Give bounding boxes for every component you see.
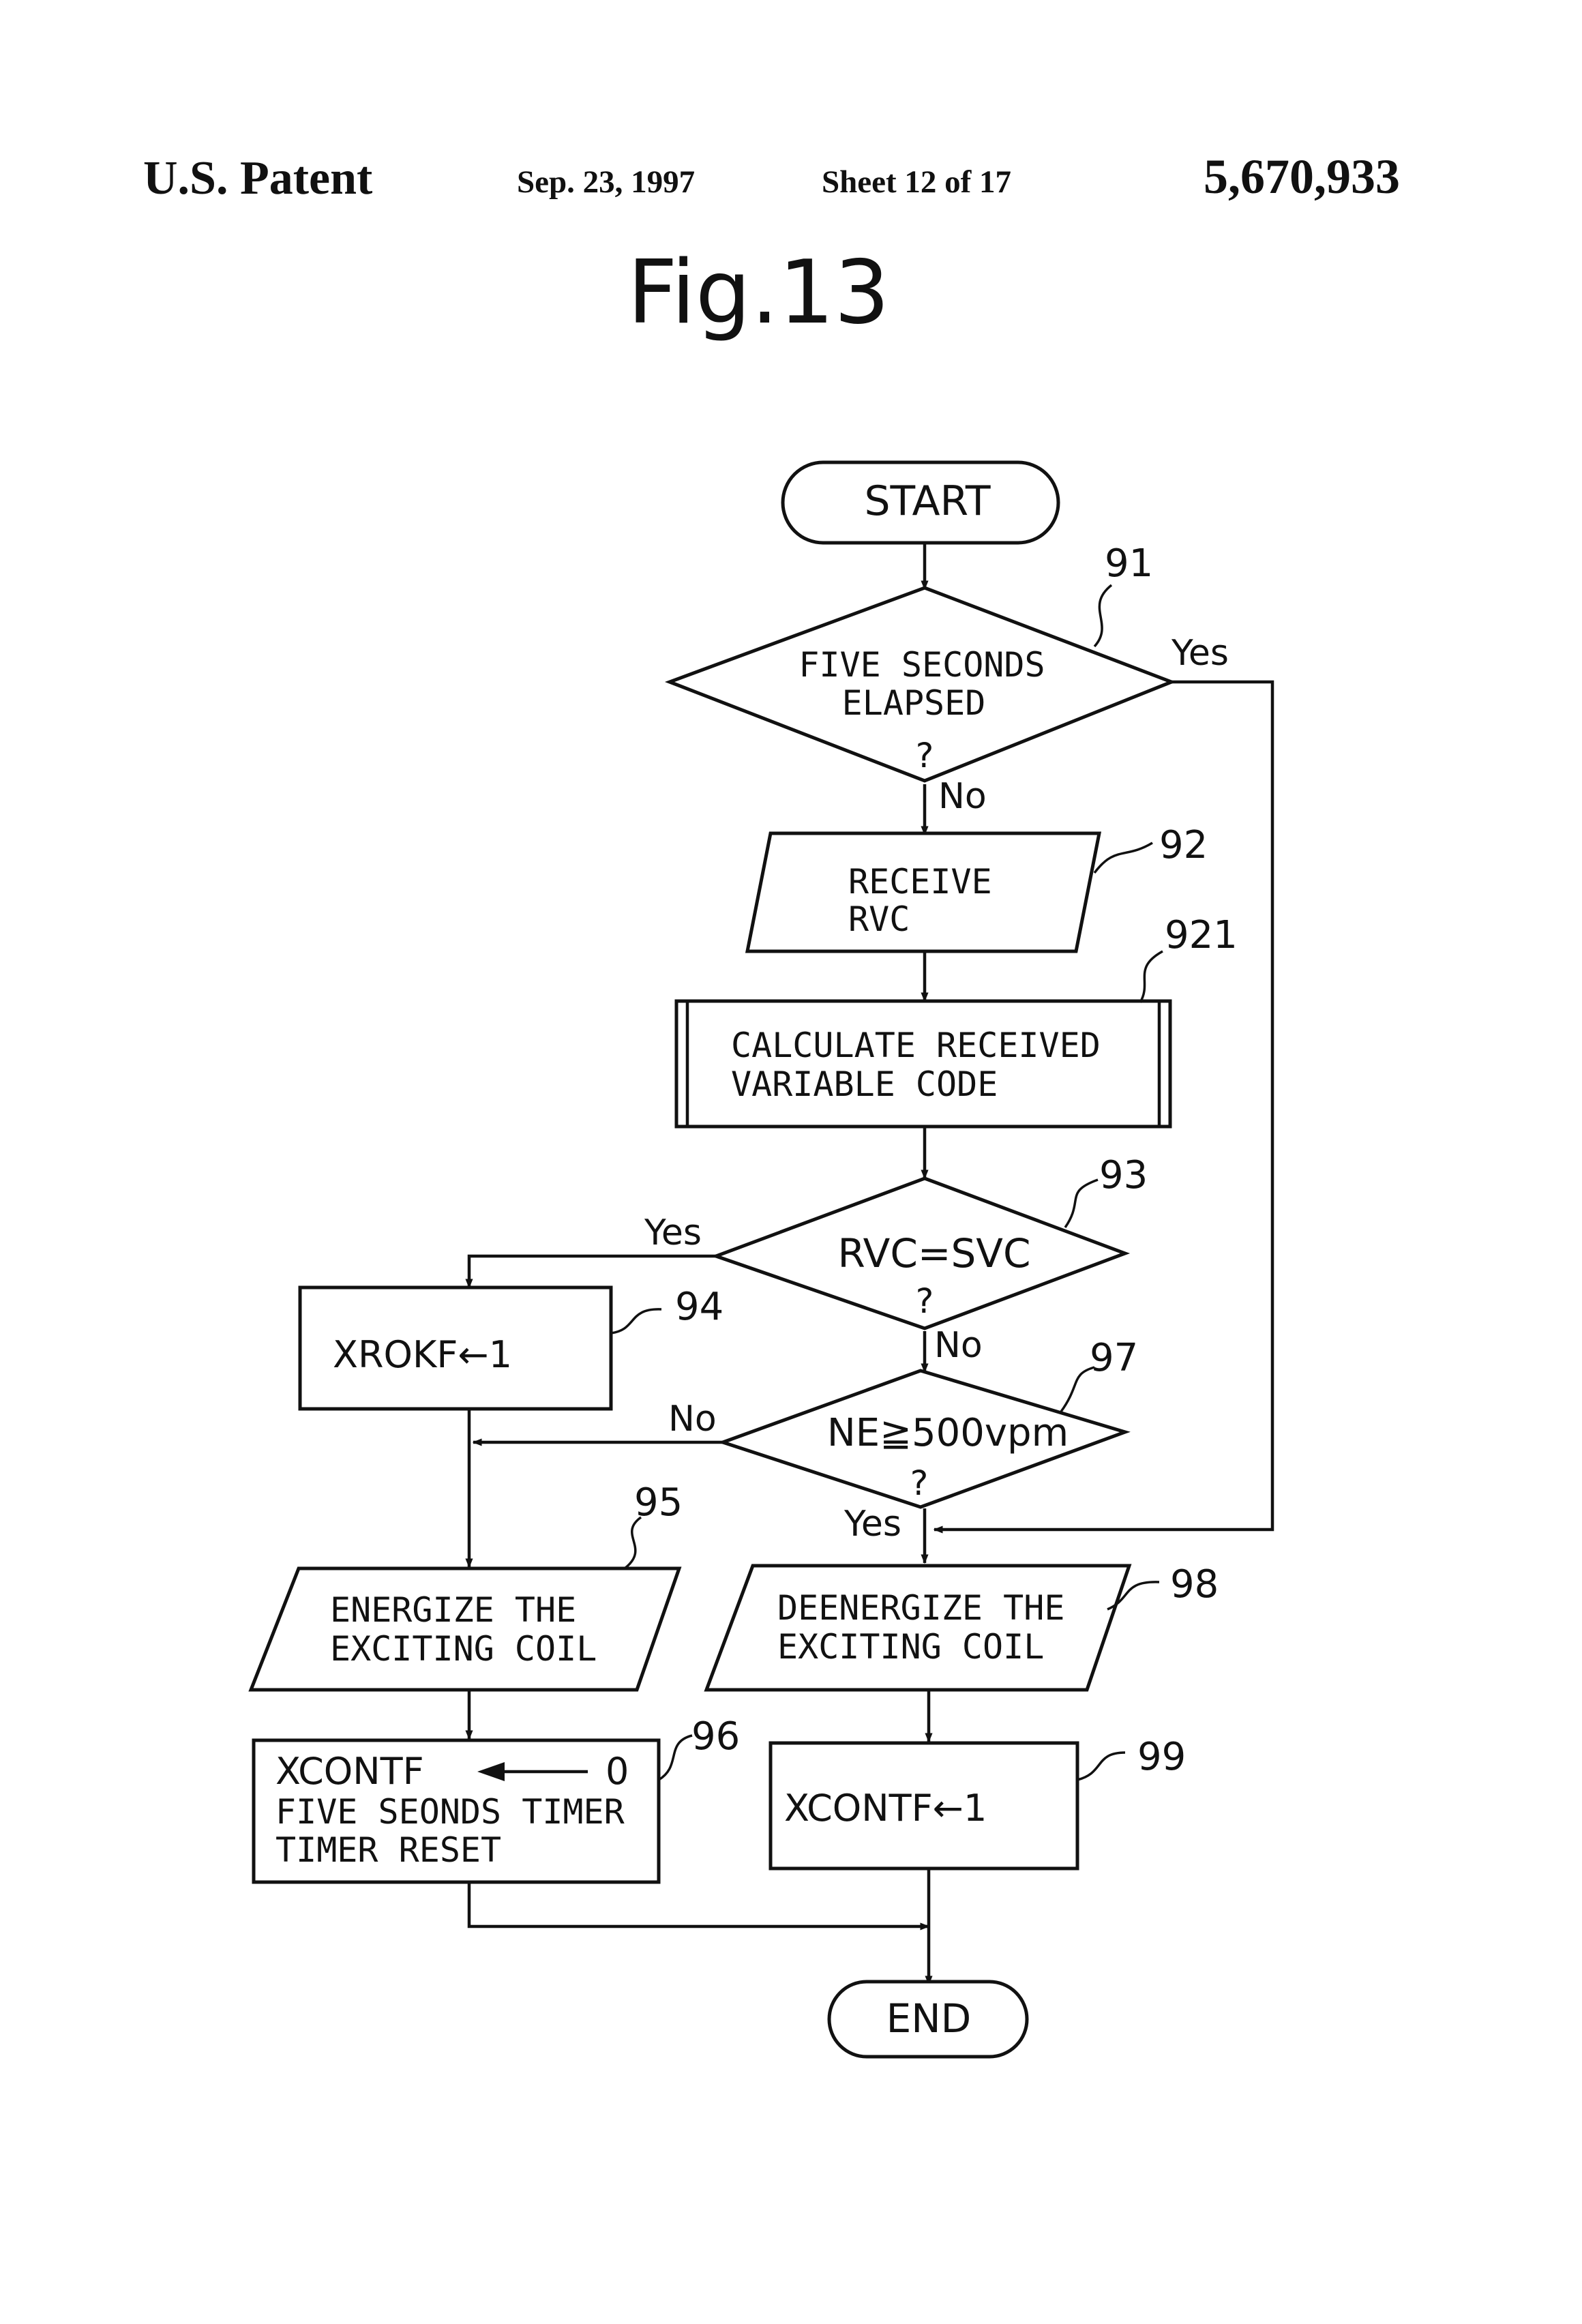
decision-ne-500vpm: NE≧500vpm ? No Yes 97 bbox=[668, 1336, 1138, 1545]
process-96-line3: TIMER RESET bbox=[275, 1830, 501, 1870]
output-95-line2: EXCITING COIL bbox=[330, 1629, 597, 1669]
decision-five-seconds: FIVE SECONDS ELAPSED ? Yes No 91 bbox=[664, 541, 1229, 817]
input-92-line2: RVC bbox=[848, 899, 910, 939]
ref-94: 94 bbox=[675, 1285, 723, 1329]
decision-rvc-svc: RVC=SVC ? Yes No 93 bbox=[644, 1153, 1148, 1366]
figure-title: Fig.13 bbox=[627, 242, 890, 344]
end-label: END bbox=[886, 1995, 972, 2042]
decision-91-no-label: No bbox=[938, 776, 987, 817]
output-deenergize-coil: DEENERGIZE THE EXCITING COIL 98 bbox=[704, 1562, 1219, 1692]
process-99-line1: XCONTF←1 bbox=[784, 1787, 987, 1830]
ref-93: 93 bbox=[1099, 1153, 1148, 1197]
connector-91-yes-bypass bbox=[933, 680, 1274, 1534]
process-calculate-code: CALCULATE RECEIVED VARIABLE CODE 921 bbox=[674, 913, 1238, 1129]
ref-921-leader bbox=[1139, 950, 1163, 1003]
decision-91-shape bbox=[664, 586, 1176, 783]
decision-91-line2: ELAPSED bbox=[842, 683, 986, 723]
decision-97-yes-label: Yes bbox=[844, 1504, 901, 1545]
end-terminal: END bbox=[827, 1980, 1029, 2059]
process-921-line2: VARIABLE CODE bbox=[731, 1064, 998, 1104]
input-92-line1: RECEIVE bbox=[848, 862, 992, 902]
input-receive-rvc: RECEIVE RVC 92 bbox=[745, 823, 1208, 953]
decision-91-question: ? bbox=[916, 736, 934, 775]
decision-93-yes-label: Yes bbox=[644, 1212, 702, 1253]
decision-93-no-label: No bbox=[934, 1325, 983, 1366]
ref-91: 91 bbox=[1105, 541, 1153, 586]
flow-connectors bbox=[465, 544, 1274, 1986]
decision-93-question: ? bbox=[916, 1281, 934, 1321]
sheet-number: Sheet 12 of 17 bbox=[822, 164, 1012, 200]
decision-97-question: ? bbox=[910, 1463, 929, 1503]
process-921-line1: CALCULATE RECEIVED bbox=[731, 1026, 1101, 1065]
ref-96-leader bbox=[658, 1734, 693, 1781]
patent-date: Sep. 23, 1997 bbox=[517, 164, 696, 200]
decision-93-shape bbox=[711, 1176, 1131, 1330]
start-label: START bbox=[864, 477, 990, 525]
process-96-line1-value: 0 bbox=[606, 1750, 629, 1793]
ref-94-leader bbox=[610, 1308, 662, 1335]
process-94-line1: XROKF←1 bbox=[333, 1333, 512, 1376]
start-terminal: START bbox=[781, 460, 1060, 545]
output-95-line1: ENERGIZE THE bbox=[330, 1590, 576, 1630]
process-94-shape bbox=[298, 1285, 613, 1411]
decision-91-yes-label: Yes bbox=[1171, 633, 1229, 674]
decision-93-line1: RVC=SVC bbox=[838, 1230, 1031, 1277]
decision-97-line1: NE≧500vpm bbox=[827, 1411, 1069, 1455]
end-terminal-shape bbox=[827, 1980, 1029, 2059]
ref-92: 92 bbox=[1159, 823, 1208, 867]
output-95-shape bbox=[248, 1566, 682, 1692]
process-99-shape bbox=[768, 1741, 1079, 1871]
output-98-shape bbox=[704, 1564, 1132, 1692]
decision-97-no-label: No bbox=[668, 1399, 717, 1440]
ref-921: 921 bbox=[1165, 913, 1238, 957]
process-xrokf: XROKF←1 94 bbox=[298, 1285, 723, 1411]
process-921-shape bbox=[674, 999, 1172, 1129]
ref-99: 99 bbox=[1137, 1735, 1186, 1779]
ref-97-leader bbox=[1060, 1366, 1095, 1413]
process-96-line1-var: XCONTF bbox=[275, 1750, 424, 1793]
output-98-line2: EXCITING COIL bbox=[777, 1627, 1044, 1667]
ref-91-leader bbox=[1093, 584, 1113, 648]
ref-96: 96 bbox=[691, 1714, 740, 1759]
patent-number: 5,670,933 bbox=[1204, 149, 1400, 204]
ref-97: 97 bbox=[1090, 1336, 1138, 1380]
process-xcontf-set: XCONTF←1 99 bbox=[768, 1735, 1186, 1871]
decision-97-shape bbox=[717, 1369, 1131, 1509]
patent-header-title: U.S. Patent bbox=[143, 152, 373, 205]
ref-95: 95 bbox=[634, 1480, 683, 1525]
ref-95-leader bbox=[623, 1516, 642, 1570]
ref-98: 98 bbox=[1170, 1562, 1219, 1607]
output-energize-coil: ENERGIZE THE EXCITING COIL 95 bbox=[248, 1480, 683, 1692]
process-96-line2: FIVE SEONDS TIMER bbox=[275, 1792, 625, 1832]
ref-98-leader bbox=[1107, 1581, 1160, 1611]
ref-93-leader bbox=[1064, 1178, 1099, 1229]
connector-96-end bbox=[467, 1882, 930, 1931]
process-96-assign-head bbox=[477, 1762, 505, 1781]
process-xcontf-reset: XCONTF 0 FIVE SEONDS TIMER TIMER RESET 9… bbox=[252, 1714, 740, 1884]
input-92-shape bbox=[745, 831, 1102, 953]
output-98-line1: DEENERGIZE THE bbox=[777, 1588, 1064, 1628]
connector-93-yes-94 bbox=[465, 1254, 716, 1289]
process-96-shape bbox=[252, 1738, 661, 1884]
ref-92-leader bbox=[1093, 841, 1153, 874]
start-terminal-shape bbox=[781, 460, 1060, 545]
decision-91-line1: FIVE SECONDS bbox=[799, 645, 1045, 685]
ref-99-leader bbox=[1077, 1751, 1126, 1781]
